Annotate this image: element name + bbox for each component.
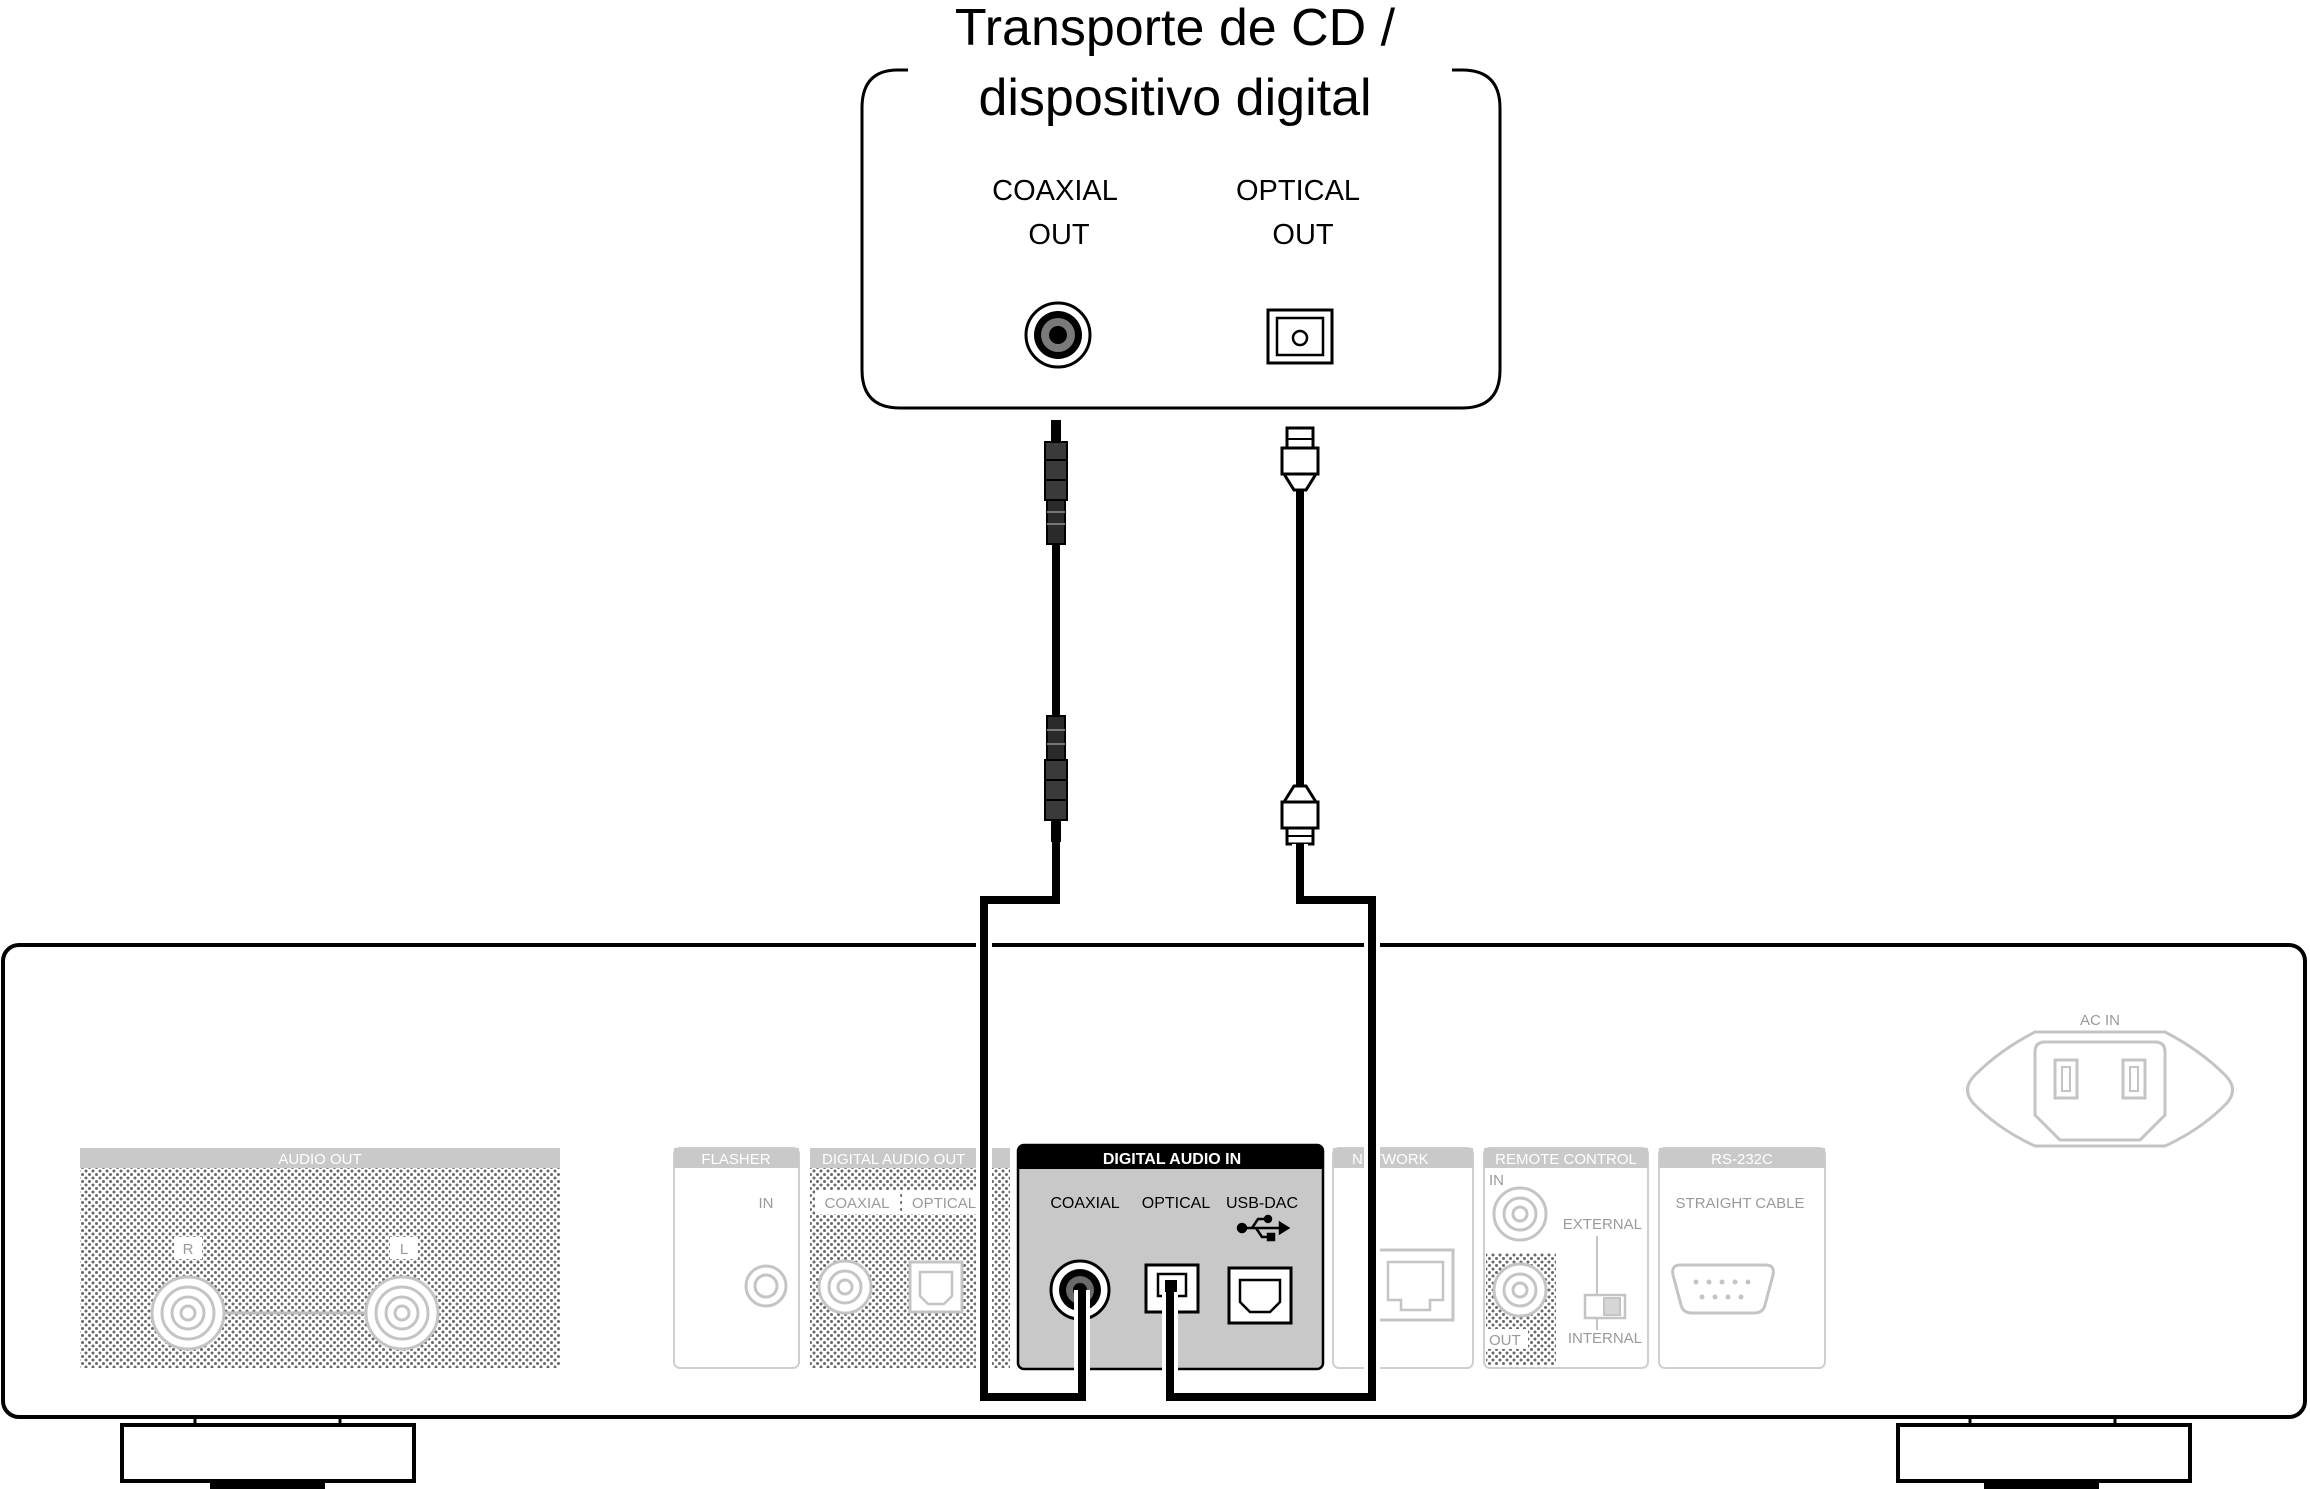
audio-out-l-jack-icon	[364, 1275, 440, 1351]
flasher-in-label: IN	[759, 1195, 774, 1212]
remote-in-label: IN	[1489, 1172, 1504, 1189]
remote-external-label: EXTERNAL	[1563, 1216, 1642, 1233]
lan-port-icon	[1376, 1248, 1455, 1322]
flasher-section: FLASHER IN	[673, 1147, 800, 1369]
foot-right	[1896, 1417, 2192, 1489]
network-section: NETWORK	[1332, 1147, 1474, 1369]
foot-left	[120, 1417, 416, 1489]
digital-in-optical-label: OPTICAL	[1142, 1195, 1211, 1212]
audio-out-title: AUDIO OUT	[278, 1151, 361, 1168]
remote-in-jack-icon	[1492, 1186, 1548, 1242]
remote-switch-icon	[1583, 1293, 1627, 1320]
digital-out-optical-jack-icon	[908, 1260, 964, 1314]
coaxial-cable	[976, 420, 1090, 1405]
source-optical-jack-icon	[1266, 308, 1334, 365]
source-coaxial-jack-icon	[1024, 301, 1092, 369]
digital-audio-out-title: DIGITAL AUDIO OUT	[822, 1151, 965, 1168]
digital-audio-in-section: DIGITAL AUDIO IN COAXIAL OPTICAL USB-DAC	[1016, 1143, 1325, 1371]
audio-out-section: AUDIO OUT R L	[80, 1148, 560, 1368]
digital-in-coaxial-label: COAXIAL	[1050, 1195, 1119, 1212]
digital-out-optical-label: OPTICAL	[912, 1195, 976, 1212]
digital-audio-in-title: DIGITAL AUDIO IN	[1103, 1151, 1241, 1168]
ac-in-section: AC IN	[1966, 1012, 2234, 1148]
digital-out-coaxial-jack-icon	[817, 1259, 873, 1315]
rs232c-cable-label: STRAIGHT CABLE	[1676, 1195, 1805, 1212]
remote-internal-label: INTERNAL	[1568, 1330, 1642, 1347]
rs232c-port-icon	[1671, 1263, 1775, 1315]
audio-out-r-jack-icon	[150, 1275, 226, 1351]
digital-out-coaxial-label: COAXIAL	[824, 1195, 889, 1212]
ac-in-label: AC IN	[2080, 1012, 2120, 1029]
audio-out-l-label: L	[400, 1241, 408, 1258]
network-title: NETWORK	[1352, 1151, 1429, 1168]
usb-icon	[1236, 1214, 1291, 1242]
optical-cable	[1162, 426, 1380, 1405]
remote-control-section: REMOTE CONTROL IN OUT EXTERNAL INTERNAL	[1483, 1147, 1649, 1369]
usb-dac-port-icon	[1227, 1266, 1293, 1325]
remote-out-jack-icon	[1492, 1262, 1548, 1318]
source-optical-out-label: OUT	[1272, 219, 1334, 251]
source-device-box	[860, 68, 1502, 410]
source-optical-label: OPTICAL	[1236, 175, 1360, 207]
source-device-title-line1: Transporte de CD /	[955, 0, 1396, 57]
ac-inlet-icon	[1966, 1030, 2234, 1148]
source-device: Transporte de CD / dispositivo digital C…	[860, 0, 1502, 410]
rs232c-title: RS-232C	[1711, 1151, 1773, 1168]
flasher-title: FLASHER	[701, 1151, 770, 1168]
flasher-jack-icon	[744, 1264, 788, 1308]
source-coaxial-label: COAXIAL	[992, 175, 1118, 207]
rear-panel: AUDIO OUT R L FLASHER IN	[1, 943, 2307, 1489]
rs232c-section: RS-232C STRAIGHT CABLE	[1658, 1147, 1826, 1369]
remote-out-label: OUT	[1489, 1332, 1521, 1349]
digital-in-usb-label: USB-DAC	[1226, 1195, 1298, 1212]
source-coaxial-out-label: OUT	[1028, 219, 1090, 251]
source-device-title-line2: dispositivo digital	[978, 69, 1371, 127]
audio-out-r-label: R	[183, 1241, 194, 1258]
remote-control-title: REMOTE CONTROL	[1495, 1151, 1637, 1168]
